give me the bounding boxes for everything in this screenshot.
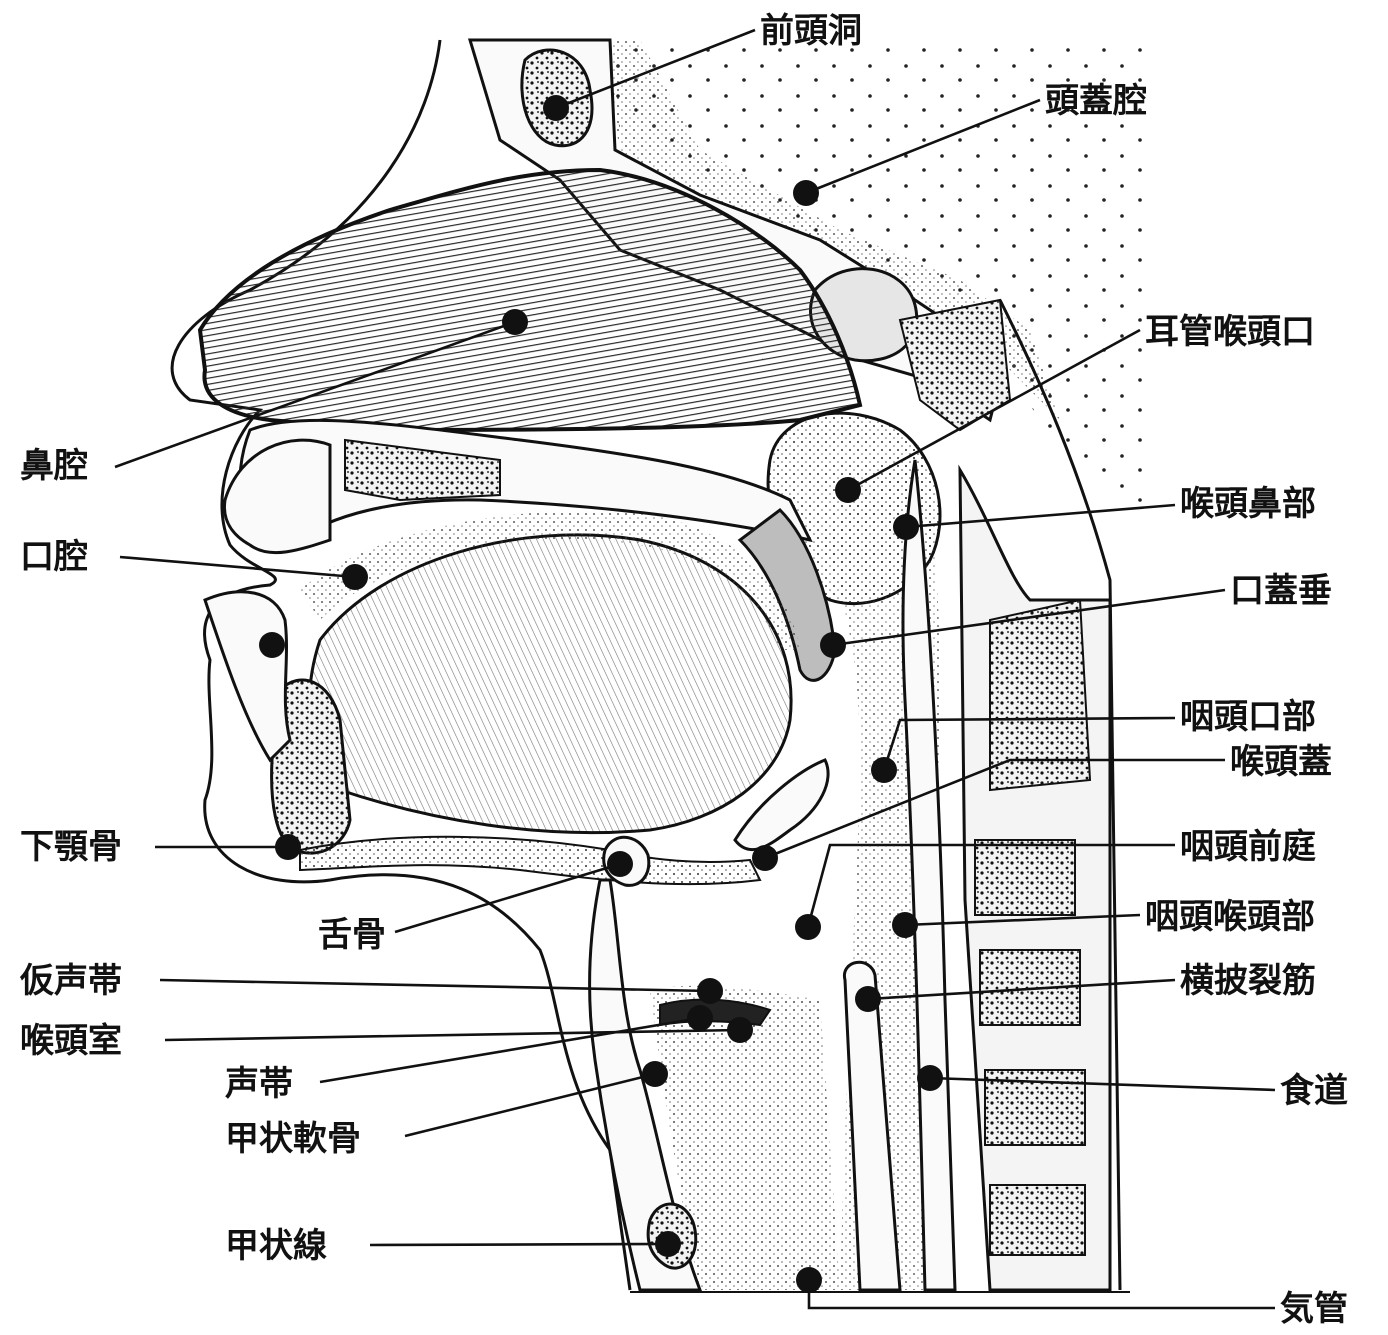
label-oropharynx: 咽頭口部 — [1180, 697, 1316, 737]
label-mandible: 下顎骨 — [20, 827, 122, 867]
dot-vocal-cord — [687, 1005, 713, 1031]
label-auditory-tube: 耳管喉頭口 — [1145, 312, 1315, 352]
dot-frontal-sinus — [543, 95, 569, 121]
dot-hyoid — [607, 851, 633, 877]
dot-esophagus — [917, 1065, 943, 1091]
dot-nasopharynx — [893, 514, 919, 540]
anatomy-illustration — [172, 40, 1150, 1292]
dot-uvula — [820, 632, 846, 658]
label-transverse-arytenoid: 横披裂筋 — [1180, 961, 1316, 1001]
label-trachea: 気管 — [1280, 1289, 1348, 1329]
label-cranial-cavity: 頭蓋腔 — [1045, 81, 1147, 121]
leader-thyroid-gland — [370, 1244, 668, 1245]
label-uvula: 口蓋垂 — [1230, 571, 1332, 611]
label-nasal-cavity: 鼻腔 — [20, 446, 88, 486]
vertebra-c3 — [975, 840, 1075, 915]
dot-auditory-tube — [835, 477, 861, 503]
dot-cranial-cavity — [793, 180, 819, 206]
dot-mandible — [275, 834, 301, 860]
leader-laryngeal-ventricle — [165, 1030, 740, 1040]
dot-nasal-cavity — [502, 309, 528, 335]
label-thyroid-gland: 甲状線 — [225, 1226, 327, 1266]
label-thyroid-cartilage: 甲状軟骨 — [225, 1119, 361, 1159]
dot-transverse-arytenoid — [855, 986, 881, 1012]
label-vocal-cord: 声帯 — [225, 1064, 293, 1104]
dot-vestibular-fold — [697, 978, 723, 1004]
dot-oropharynx — [871, 757, 897, 783]
dot-laryngeal-vestibule — [795, 914, 821, 940]
label-oral-cavity: 口腔 — [20, 537, 88, 577]
label-vestibular-fold: 仮声帯 — [19, 961, 122, 1001]
dot-trachea — [796, 1267, 822, 1293]
label-esophagus: 食道 — [1280, 1071, 1348, 1111]
label-laryngeal-vestibule: 咽頭前庭 — [1180, 827, 1316, 867]
dot-laryngeal-ventricle — [727, 1017, 753, 1043]
label-nasopharynx: 喉頭鼻部 — [1180, 484, 1316, 524]
dot-lip — [259, 632, 285, 658]
mouth-floor — [300, 837, 760, 884]
label-hyoid: 舌骨 — [318, 915, 386, 955]
label-laryngopharynx: 咽頭喉頭部 — [1145, 897, 1315, 937]
dot-epiglottis — [752, 845, 778, 871]
leader-oral-cavity — [120, 557, 355, 577]
dot-thyroid-gland — [655, 1231, 681, 1257]
tongue-shape — [310, 535, 791, 833]
dot-thyroid-cartilage — [642, 1061, 668, 1087]
label-epiglottis: 喉頭蓋 — [1230, 742, 1332, 782]
vertebra-c6 — [990, 1185, 1085, 1255]
leader-vestibular-fold — [160, 980, 710, 991]
label-frontal-sinus: 前頭洞 — [760, 11, 862, 51]
dot-laryngopharynx — [892, 912, 918, 938]
leader-hyoid — [395, 864, 620, 932]
lower-lip — [205, 592, 290, 760]
upper-lip — [224, 440, 330, 553]
dot-oral-cavity — [342, 564, 368, 590]
label-laryngeal-ventricle: 喉頭室 — [20, 1021, 122, 1061]
leader-nasopharynx — [906, 505, 1175, 527]
